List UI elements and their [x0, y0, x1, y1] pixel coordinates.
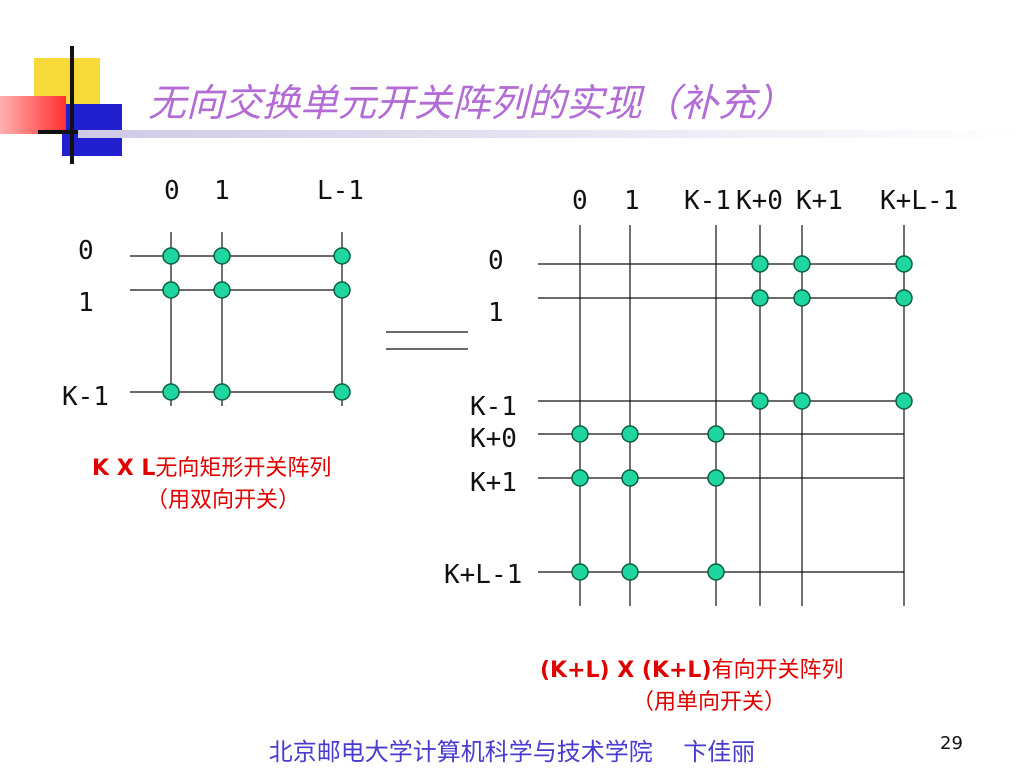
decor-red-gradient: [0, 96, 66, 134]
left-node: [213, 247, 231, 265]
right-col-label-kl-1: K+L-1: [880, 186, 959, 216]
right-node: [751, 289, 769, 307]
left-row-label-last: K-1: [62, 382, 109, 412]
right-caption-line2: （用单向开关）: [632, 690, 787, 715]
slide-title: 无向交换单元开关阵列的实现（补充）: [148, 81, 795, 125]
right-node: [571, 563, 589, 581]
left-caption-text: 无向矩形开关阵列: [155, 456, 332, 481]
right-col-label-k-1: K-1: [684, 186, 731, 216]
right-node: [571, 469, 589, 487]
left-node: [333, 383, 351, 401]
right-col-label-k0: K+0: [736, 186, 783, 216]
left-caption-line2: （用双向开关）: [146, 488, 301, 513]
right-col-label-k1: K+1: [796, 186, 843, 216]
right-caption-bold: (K+L) X (K+L): [540, 658, 712, 683]
right-node: [571, 425, 589, 443]
left-caption-bold: K X L: [92, 456, 156, 481]
left-node: [162, 383, 180, 401]
right-node: [707, 563, 725, 581]
left-node: [213, 383, 231, 401]
right-row-label-k0: K+0: [470, 424, 517, 454]
decor-vertical-bar: [70, 46, 74, 164]
right-col-label-0: 0: [572, 186, 588, 216]
right-node: [895, 289, 913, 307]
right-node: [751, 392, 769, 410]
right-caption-text: 有向开关阵列: [711, 658, 844, 683]
footer-text: 北京邮电大学计算机科学与技术学院 卞佳丽: [268, 738, 756, 766]
left-row-label-0: 0: [78, 236, 94, 266]
left-caption: K X L无向矩形开关阵列: [92, 450, 331, 482]
right-node: [621, 563, 639, 581]
right-node: [751, 255, 769, 273]
right-node: [895, 255, 913, 273]
page-number: 29: [940, 733, 963, 754]
left-row-label-1: 1: [78, 288, 94, 318]
right-node: [895, 392, 913, 410]
left-node: [162, 247, 180, 265]
right-col-label-1: 1: [624, 186, 640, 216]
right-node: [793, 289, 811, 307]
right-row-label-0: 0: [488, 246, 504, 276]
right-node: [793, 255, 811, 273]
left-node: [333, 247, 351, 265]
left-node: [213, 281, 231, 299]
right-row-label-1: 1: [488, 298, 504, 328]
left-node: [333, 281, 351, 299]
right-row-label-k1: K+1: [470, 468, 517, 498]
right-caption: (K+L) X (K+L)有向开关阵列: [540, 652, 844, 684]
title-underline: [78, 130, 1024, 138]
left-node: [162, 281, 180, 299]
left-col-label-1: 1: [214, 176, 230, 206]
right-row-label-k-1: K-1: [470, 392, 517, 422]
right-node: [707, 469, 725, 487]
right-row-label-kl-1: K+L-1: [444, 560, 523, 590]
right-node: [707, 425, 725, 443]
right-node: [621, 469, 639, 487]
right-node: [621, 425, 639, 443]
left-col-label-0: 0: [164, 176, 180, 206]
left-col-label-last: L-1: [317, 176, 364, 206]
right-node: [793, 392, 811, 410]
